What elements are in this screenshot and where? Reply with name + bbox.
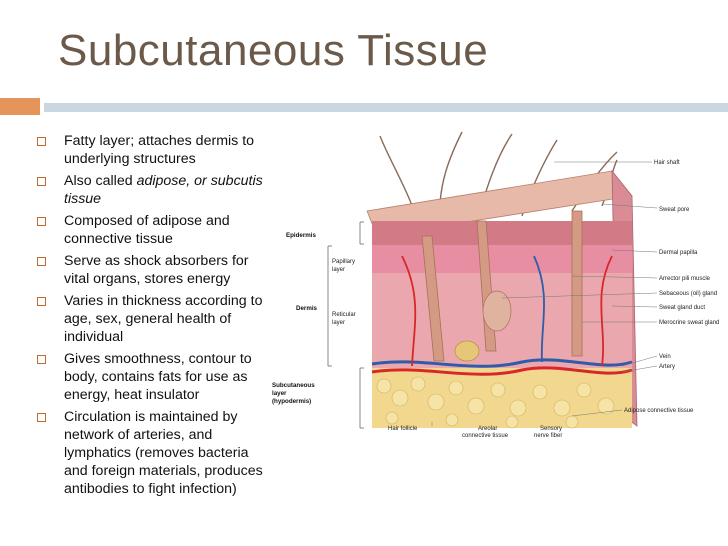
bullet-square-icon [37,177,46,186]
label-sweat-duct: Sweat gland duct [659,305,705,311]
label-sebaceous: Sebaceous (oil) gland [659,291,717,297]
layer-brackets [327,221,364,429]
bullet-square-icon [37,297,46,306]
bullet-item: Circulation is maintained by network of … [36,408,271,498]
bullet-item: Fatty layer; attaches dermis to underlyi… [36,132,271,168]
bullet-square-icon [37,413,46,422]
bullet-square-icon [37,137,46,146]
label-sweat-pore: Sweat pore [659,207,690,213]
label-hair-shaft: Hair shaft [654,160,680,166]
label-arrector-pili: Arrector pili muscle [659,276,711,282]
bullet-item: Composed of adipose and connective tissu… [36,212,271,248]
papillary-layer [372,245,632,273]
sweat-gland [454,340,480,362]
label-artery: Artery [659,364,675,370]
epidermis-layer [372,221,632,245]
bullet-item: Also called adipose, or subcutis tissue [36,172,271,208]
label-dermis: Dermis [296,305,318,312]
label-merocrine: Merocrine sweat gland [659,320,719,326]
label-vein: Vein [659,354,671,360]
leader-lines [431,161,658,426]
bullet-square-icon [37,355,46,364]
label-epidermis: Epidermis [286,232,316,239]
bullet-item: Serve as shock absorbers for vital organ… [36,252,271,288]
bullet-square-icon [37,257,46,266]
fat-cells [376,376,615,429]
title-accent-line [44,103,728,112]
bullet-square-icon [37,217,46,226]
bullet-list: Fatty layer; attaches dermis to underlyi… [36,132,271,502]
sebaceous-gland [482,290,512,332]
label-adipose: Adipose connective tissue [624,408,694,414]
label-dermal-papilla: Dermal papilla [659,250,698,256]
title-accent-block [0,98,40,115]
blood-vessels [371,255,633,376]
slide-title: Subcutaneous Tissue [58,26,489,75]
subcutaneous-layer [372,368,632,428]
bullet-item: Gives smoothness, contour to body, conta… [36,350,271,404]
label-hair-follicle: Hair follicle [388,426,418,432]
bullet-item: Varies in thickness according to age, se… [36,292,271,346]
